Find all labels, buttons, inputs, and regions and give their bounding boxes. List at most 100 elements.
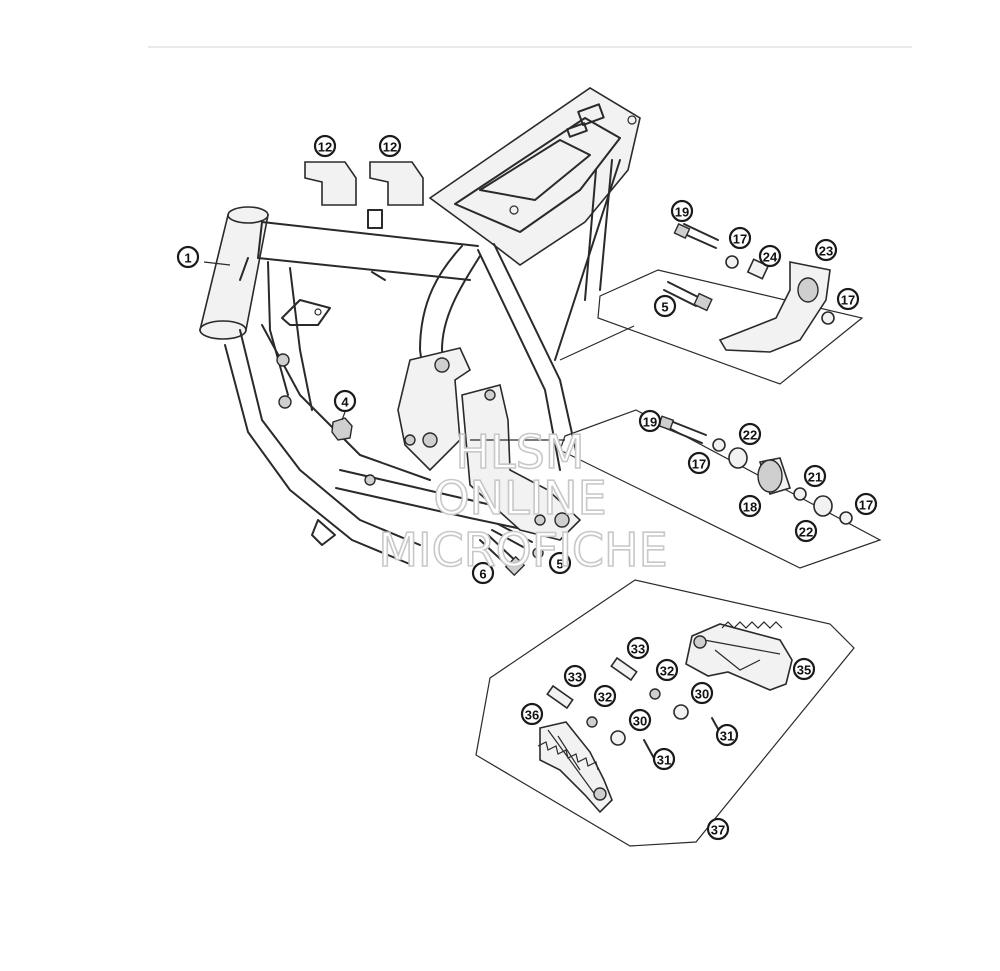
- callout-c30b: 30: [628, 708, 652, 732]
- callout-circle: [655, 658, 679, 682]
- callout-circle: [313, 134, 337, 158]
- callout-circle: [548, 551, 572, 575]
- callout-number: 5: [556, 557, 563, 572]
- callout-c33b: 33: [563, 664, 587, 688]
- footpeg-mount-group: [559, 409, 882, 569]
- footpeg-assembly-group: [475, 579, 855, 847]
- callout-c31b: 31: [652, 747, 676, 771]
- callout-circle: [471, 561, 495, 585]
- callout-c1: 1: [176, 245, 200, 269]
- callout-number: 24: [763, 250, 778, 265]
- callout-c17c: 17: [687, 451, 711, 475]
- callout-circle: [738, 422, 762, 446]
- callout-circle: [690, 681, 714, 705]
- callout-c12b: 12: [378, 134, 402, 158]
- callout-circle: [794, 519, 818, 543]
- callout-circle: [653, 294, 677, 318]
- callout-c17b: 17: [836, 287, 860, 311]
- callout-circle: [652, 747, 676, 771]
- callout-number: 17: [733, 232, 747, 247]
- callout-c18: 18: [738, 494, 762, 518]
- callout-circle: [628, 708, 652, 732]
- callout-number: 32: [660, 664, 674, 679]
- callout-circle: [715, 723, 739, 747]
- callout-circle: [670, 199, 694, 223]
- watermark-line-3: MICROFICHE: [378, 523, 667, 577]
- callout-number: 17: [859, 498, 873, 513]
- callout-c31a: 31: [715, 723, 739, 747]
- part-5-6-bolts: [479, 523, 544, 577]
- callout-circle: [638, 409, 662, 433]
- callout-c22a: 22: [738, 422, 762, 446]
- callout-c6: 6: [471, 561, 495, 585]
- callout-c23: 23: [814, 238, 838, 262]
- callout-c24: 24: [758, 244, 782, 268]
- callout-c32a: 32: [655, 658, 679, 682]
- callout-c17a: 17: [728, 226, 752, 250]
- callout-circle: [378, 134, 402, 158]
- callout-c19b: 19: [638, 409, 662, 433]
- callout-number: 17: [692, 457, 706, 472]
- callout-number: 32: [598, 690, 612, 705]
- callout-number: 31: [720, 729, 734, 744]
- callout-number: 19: [675, 205, 689, 220]
- callout-c19a: 19: [670, 199, 694, 223]
- callout-number: 19: [643, 415, 657, 430]
- callout-number: 22: [743, 428, 757, 443]
- callout-circle: [792, 657, 816, 681]
- callout-circle: [854, 492, 878, 516]
- callout-circle: [333, 389, 357, 413]
- callout-circle: [836, 287, 860, 311]
- callout-circle: [626, 636, 650, 660]
- watermark: HLSM ONLINE MICROFICHE: [378, 424, 669, 578]
- callout-circle: [728, 226, 752, 250]
- callout-circle: [176, 245, 200, 269]
- callout-c30a: 30: [690, 681, 714, 705]
- callout-circle: [706, 817, 730, 841]
- callout-circle: [758, 244, 782, 268]
- callout-number: 37: [711, 823, 725, 838]
- callout-circle: [687, 451, 711, 475]
- callout-c4: 4: [333, 389, 357, 413]
- watermark-line-1: HLSM: [455, 425, 584, 479]
- callout-number: 30: [633, 714, 647, 729]
- callout-number: 33: [631, 642, 645, 657]
- callout-number: 5: [661, 300, 668, 315]
- callout-number: 23: [819, 244, 833, 259]
- callout-number: 18: [743, 500, 757, 515]
- callout-number: 12: [383, 140, 397, 155]
- callout-c33a: 33: [626, 636, 650, 660]
- callout-number: 21: [808, 470, 822, 485]
- callout-c5b: 5: [653, 294, 677, 318]
- part-12-pads: [304, 161, 424, 206]
- callout-c22b: 22: [794, 519, 818, 543]
- callout-c12a: 12: [313, 134, 337, 158]
- callout-number: 22: [799, 525, 813, 540]
- callout-number: 4: [341, 395, 349, 410]
- callout-circle: [738, 494, 762, 518]
- callout-c35: 35: [792, 657, 816, 681]
- callout-number: 12: [318, 140, 332, 155]
- callout-circle: [563, 664, 587, 688]
- brake-pedal-group: [597, 223, 864, 385]
- callout-c17d: 17: [854, 492, 878, 516]
- callout-labels: 1 12 12 4 6 5 19 17 24 23 5 17 19 22 17 21 18 22 17 33 32 35 3…: [176, 134, 878, 841]
- part-4-nut: [331, 417, 353, 441]
- callout-c37: 37: [706, 817, 730, 841]
- watermark-line-2: ONLINE: [433, 471, 606, 525]
- callout-number: 17: [841, 293, 855, 308]
- callout-number: 31: [657, 753, 671, 768]
- leader-lines: [203, 261, 635, 441]
- callout-c5a: 5: [548, 551, 572, 575]
- callout-c32b: 32: [593, 684, 617, 708]
- callout-number: 1: [184, 251, 191, 266]
- callout-number: 6: [479, 567, 486, 582]
- callout-c36: 36: [520, 702, 544, 726]
- motorcycle-frame: [198, 87, 641, 566]
- callout-circle: [593, 684, 617, 708]
- callout-number: 36: [525, 708, 539, 723]
- callout-circle: [520, 702, 544, 726]
- callout-c21: 21: [803, 464, 827, 488]
